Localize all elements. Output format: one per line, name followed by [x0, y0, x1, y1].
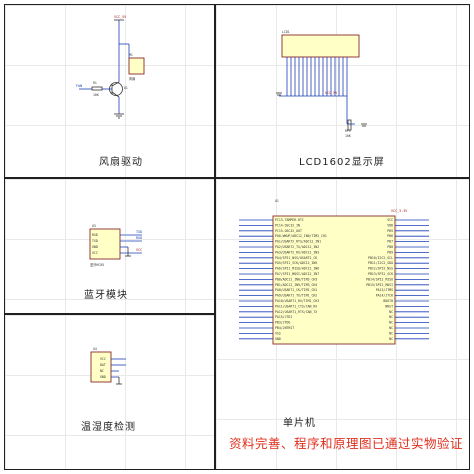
mcu-left-pin-label: PA9/USART1_TX/TIM1_CH2: [275, 294, 317, 298]
sensor-designator: U4: [93, 347, 97, 351]
mcu-left-pin-label: PA1/USART2_RTS/ADC12_IN1: [275, 240, 321, 244]
mcu-right-pin-label: PB13/SPI2_SCK: [368, 272, 393, 276]
mcu-right-pin-label: NC: [389, 321, 393, 325]
sensor-schematic: U4 VCC DAT NC GND: [90, 347, 126, 385]
mcu-left-pin-label: PA5/SPI1_SCK/ADC12_IN5: [275, 261, 317, 265]
mcu-left-pin-label: GND: [275, 337, 281, 341]
bluetooth-pin-4: VCC: [92, 251, 98, 255]
fan-transistor-designator: Q1: [124, 86, 128, 90]
mcu-left-pin-label: PA15/JTDI: [275, 315, 292, 319]
mcu-schematic: U1 VCC_3.3V PC13-TAMPER-RTCPC14-OSC32_IN…: [239, 199, 429, 345]
mcu-right-pin-label: PB5: [387, 229, 393, 233]
mcu-left-pin-label: PA2/USART2_TX/ADC12_IN2: [275, 245, 319, 249]
fan-motor-symbol: [128, 57, 145, 75]
mcu-right-pin-label: NC: [389, 326, 393, 330]
sensor-panel: [4, 314, 215, 470]
lcd1602-schematic: LCD1 VCC_5V RP1 10K: [276, 30, 367, 138]
mcu-designator: U1: [275, 199, 279, 203]
verification-note: 资料完善、程序和原理图已通过实物验证: [229, 436, 464, 451]
fan-motor-label: 风扇: [129, 76, 135, 81]
bluetooth-pin-1: RXD: [92, 233, 98, 237]
sensor-pin-3: NC: [100, 369, 104, 373]
fan-drive-caption: 风扇驱动: [99, 157, 143, 168]
bluetooth-pin-2: TXD: [92, 239, 98, 243]
mcu-right-pin-label: PB6: [387, 234, 393, 238]
mcu-left-pin-label: PB4/JNTRST: [275, 326, 294, 330]
mcu-left-pin-label: PC14-OSC32_IN: [275, 223, 300, 227]
mcu-left-pin-label: PA7/SPI1_MOSI/ADC12_IN7: [275, 272, 319, 276]
bluetooth-pin-3: GND: [92, 245, 98, 249]
sensor-caption: 温湿度检测: [81, 422, 136, 433]
fan-resistor-value: 10K: [93, 93, 99, 97]
mcu-right-pin-label: PA14/JTCK: [376, 294, 393, 298]
mcu-right-pin-label: PB14/SPI2_MISO: [366, 277, 393, 281]
fan-drive-schematic: VCC_5V M1 风扇 Q1 R1 10K FAN: [76, 15, 145, 119]
mcu-right-pin-label: PB15/SPI2_MOSI: [366, 283, 393, 287]
mcu-right-pin-label: VCC: [387, 218, 393, 222]
bluetooth-net-2: RXD: [136, 236, 142, 240]
mcu-left-pin-label: PA0-WKUP/ADC12_IN0/TIM2_CH1: [275, 234, 327, 238]
mcu-right-pin-label: PB7: [387, 240, 393, 244]
mcu-left-pin-label: PA3/USART2_RX/ADC12_IN3: [275, 250, 319, 254]
mcu-right-pin-label: VDD: [387, 223, 393, 227]
mcu-chip-symbol: [272, 215, 396, 345]
bluetooth-caption: 蓝牙模块: [84, 290, 128, 301]
bluetooth-panel: [4, 178, 215, 314]
sensor-pin-1: VCC: [100, 357, 106, 361]
mcu-right-pin-label: PB11/I2C2_SDA: [368, 261, 393, 265]
mcu-right-pin-label: NC: [389, 310, 393, 314]
fan-resistor-designator: R1: [93, 81, 97, 85]
mcu-left-pin-label: PB0/ADC12_IN8/TIM3_CH3: [275, 277, 317, 281]
lcd-module-symbol: [281, 34, 360, 58]
sensor-pin-4: GND: [100, 375, 106, 379]
mcu-left-pin-label: VSS: [275, 331, 281, 335]
mcu-left-pin-label: PA10/USART1_RX/TIM1_CH3: [275, 299, 319, 303]
mcu-right-pin-label: NC: [389, 331, 393, 335]
mcu-right-pin-label: NRST: [385, 304, 393, 308]
bluetooth-net-1: TXD: [136, 230, 142, 234]
bluetooth-module-symbol: [89, 228, 121, 260]
lcd-potentiometer-symbol: [347, 119, 352, 131]
mcu-left-pin-label: PA8/USART1_CK/TIM1_CH1: [275, 288, 317, 292]
mcu-caption: 单片机: [283, 418, 316, 429]
mcu-right-pin-label: BOOT0: [383, 299, 393, 303]
mcu-right-pin-label: NC: [389, 315, 393, 319]
lcd1602-caption: LCD1602显示屏: [299, 157, 385, 168]
mcu-right-pin-label: PB8: [387, 245, 393, 249]
lcd-designator: LCD1: [282, 30, 290, 34]
mcu-right-pin-label: PB10/I2C2_SCL: [368, 256, 393, 260]
mcu-right-pin-label: PB12/SPI2_NSS: [368, 267, 393, 271]
mcu-left-pin-label: PC13-TAMPER-RTC: [275, 218, 304, 222]
lcd1602-panel: [215, 4, 470, 178]
mcu-power-label: VCC_3.3V: [391, 209, 407, 213]
bluetooth-schematic: U3 RXD TXD GND VCC TXD RXD VCC 蓝牙HC05: [89, 224, 142, 267]
mcu-left-pin-label: PA11/USART1_CTS/CAN_RX: [275, 304, 317, 308]
fan-motor-designator: M1: [129, 53, 133, 57]
mcu-left-pin-label: PB3/JTDO: [275, 321, 290, 325]
fan-resistor-symbol: [91, 86, 103, 91]
sensor-pin-2: DAT: [100, 363, 106, 367]
mcu-left-pin-label: PB1/ADC12_IN9/TIM3_CH4: [275, 283, 317, 287]
mcu-left-pin-label: PC15-OSC32_OUT: [275, 229, 302, 233]
sensor-module-symbol: [90, 351, 112, 383]
bluetooth-designator: U3: [92, 224, 96, 228]
bluetooth-net-3: VCC: [136, 248, 142, 252]
mcu-right-pin-label: PA13/JTMS: [376, 288, 393, 292]
mcu-right-pin-label: NC: [389, 337, 393, 341]
mcu-left-pin-label: PA12/USART1_RTS/CAN_TX: [275, 310, 317, 314]
lcd-potentiometer-designator: RP1: [345, 129, 351, 133]
lcd-vcc-label: VCC_5V: [325, 91, 337, 95]
mcu-right-pin-label: PB9: [387, 250, 393, 254]
bluetooth-module-name: 蓝牙HC05: [90, 262, 104, 267]
lcd-potentiometer-value: 10K: [345, 134, 351, 138]
fan-vcc-label: VCC_5V: [114, 15, 126, 19]
fan-net-label: FAN: [76, 84, 82, 88]
mcu-left-pin-label: PA4/SPI1_NSS/USART2_CK: [275, 256, 317, 260]
mcu-left-pin-label: PA6/SPI1_MISO/ADC12_IN6: [275, 267, 319, 271]
